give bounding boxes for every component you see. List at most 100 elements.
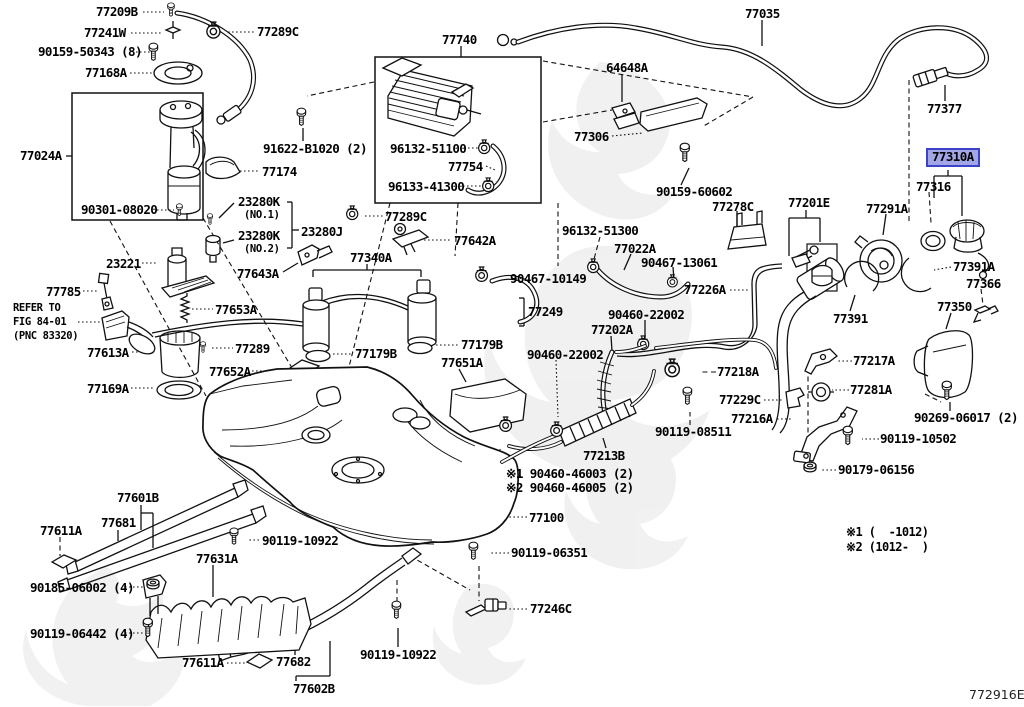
part-label-9011906351[interactable]: 90119-06351 <box>511 545 588 560</box>
part-label-77350[interactable]: 77350 <box>937 299 972 314</box>
leader-line <box>610 335 613 352</box>
part-label-77611a[interactable]: 77611A <box>40 523 82 538</box>
part-label-77217a[interactable]: 77217A <box>853 353 895 368</box>
part-label-77281a[interactable]: 77281A <box>850 382 892 397</box>
part-label-9613251100[interactable]: 96132-51100 <box>390 141 467 156</box>
part-label-90185060024[interactable]: 90185-06002 (4) <box>30 580 134 595</box>
part-label-77022a[interactable]: 77022A <box>614 241 656 256</box>
part-label-77740[interactable]: 77740 <box>442 32 477 47</box>
part-label-9613251300[interactable]: 96132-51300 <box>562 223 639 238</box>
part-label-no2[interactable]: (NO.2) <box>244 243 280 255</box>
part-label-23280k[interactable]: 23280K <box>238 194 280 209</box>
leader-line <box>542 109 613 123</box>
part-label-9011910922[interactable]: 90119-10922 <box>360 647 437 662</box>
part-label-9046713061[interactable]: 90467-13061 <box>641 255 718 270</box>
part-label-77168a[interactable]: 77168A <box>85 65 127 80</box>
part-label-77213b[interactable]: 77213B <box>583 448 625 463</box>
part-label-90159503438[interactable]: 90159-50343 (8) <box>38 44 142 59</box>
filler-pipe-drawing <box>771 245 845 434</box>
part-label-77174[interactable]: 77174 <box>262 164 297 179</box>
part-label-77306[interactable]: 77306 <box>574 129 609 144</box>
part-label-77391a[interactable]: 77391A <box>953 259 995 274</box>
part-label-77366[interactable]: 77366 <box>966 276 1001 291</box>
part-label-77226a[interactable]: 77226A <box>684 282 726 297</box>
part-label-77209b[interactable]: 77209B <box>96 4 138 19</box>
part-label-77179b[interactable]: 77179B <box>355 346 397 361</box>
part-label-77653a[interactable]: 77653A <box>215 302 257 317</box>
watermark <box>23 62 710 706</box>
part-label-77246c[interactable]: 77246C <box>530 601 572 616</box>
leader-line <box>623 253 632 271</box>
part-label-77391[interactable]: 77391 <box>833 311 868 326</box>
part-label-9015960602[interactable]: 90159-60602 <box>656 184 733 199</box>
part-label-77643a[interactable]: 77643A <box>237 266 279 281</box>
part-label-9046710149[interactable]: 90467-10149 <box>510 271 587 286</box>
part-label-77611a[interactable]: 77611A <box>182 655 224 670</box>
fuel-pump-assembly-drawing <box>148 42 206 221</box>
part-label-77202a[interactable]: 77202A <box>591 322 633 337</box>
part-label-190460460032[interactable]: ※1 90460-46003 (2) <box>506 466 634 481</box>
part-label-77216a[interactable]: 77216A <box>731 411 773 426</box>
part-label-90269060172[interactable]: 90269-06017 (2) <box>914 410 1018 425</box>
part-label-9613341300[interactable]: 96133-41300 <box>388 179 465 194</box>
tank-bands-drawing <box>50 479 423 669</box>
part-label-90119064424[interactable]: 90119-06442 (4) <box>30 626 134 641</box>
part-label-290460460052[interactable]: ※2 90460-46005 (2) <box>506 480 634 495</box>
part-label-77241w[interactable]: 77241W <box>84 25 126 40</box>
part-label-9011910502[interactable]: 90119-10502 <box>880 431 957 446</box>
part-label-77179b[interactable]: 77179B <box>461 337 503 352</box>
part-label-77785[interactable]: 77785 <box>46 284 81 299</box>
part-label-77100[interactable]: 77100 <box>529 510 564 525</box>
part-label-23221[interactable]: 23221 <box>106 256 141 271</box>
part-label-no1[interactable]: (NO.1) <box>244 209 280 221</box>
part-label-fig8401[interactable]: FIG 84-01 <box>13 316 67 328</box>
part-label-referto[interactable]: REFER TO <box>13 302 61 314</box>
part-label-23280j[interactable]: 23280J <box>301 224 343 239</box>
part-label-77249[interactable]: 77249 <box>528 304 563 319</box>
part-label-9030108020[interactable]: 90301-08020 <box>81 202 158 217</box>
part-label-77291a[interactable]: 77291A <box>866 201 908 216</box>
part-label-77289[interactable]: 77289 <box>235 341 270 356</box>
part-label-11012[interactable]: ※1 ( -1012) <box>846 525 929 539</box>
part-label-77289c[interactable]: 77289C <box>257 24 299 39</box>
part-label-77682[interactable]: 77682 <box>276 654 311 669</box>
part-label-9017906156[interactable]: 90179-06156 <box>838 462 915 477</box>
part-label-77340a[interactable]: 77340A <box>350 250 392 265</box>
part-label-77754[interactable]: 77754 <box>448 159 483 174</box>
part-label-77035[interactable]: 77035 <box>745 6 780 21</box>
part-label-91622b10202[interactable]: 91622-B1020 (2) <box>263 141 367 156</box>
leader-line <box>945 312 952 330</box>
part-label-23280k[interactable]: 23280K <box>238 228 280 243</box>
part-label-9011908511[interactable]: 90119-08511 <box>655 424 732 439</box>
part-label-64648a[interactable]: 64648A <box>606 60 648 75</box>
part-label-21012[interactable]: ※2 (1012- ) <box>846 540 929 554</box>
part-label-77642a[interactable]: 77642A <box>454 233 496 248</box>
part-label-77601b[interactable]: 77601B <box>117 490 159 505</box>
part-label-77169a[interactable]: 77169A <box>87 381 129 396</box>
part-label-9046022002[interactable]: 90460-22002 <box>527 347 604 362</box>
part-label-9046022002[interactable]: 90460-22002 <box>608 307 685 322</box>
part-label-77681[interactable]: 77681 <box>101 515 136 530</box>
part-label-77651a[interactable]: 77651A <box>441 355 483 370</box>
leader-line <box>306 81 375 97</box>
leader-line <box>454 202 459 257</box>
part-label-77289c[interactable]: 77289C <box>385 209 427 224</box>
part-label-77377[interactable]: 77377 <box>927 101 962 116</box>
part-label-77631a[interactable]: 77631A <box>196 551 238 566</box>
part-label-77310a[interactable]: 77310A <box>926 148 980 167</box>
part-label-77024a[interactable]: 77024A <box>20 148 62 163</box>
hoses-drawing <box>499 258 783 464</box>
part-label-77201e[interactable]: 77201E <box>788 195 830 210</box>
part-label-77278c[interactable]: 77278C <box>712 199 754 214</box>
part-label-77316[interactable]: 77316 <box>916 179 951 194</box>
part-label-77613a[interactable]: 77613A <box>87 345 129 360</box>
leader-line <box>485 165 496 171</box>
part-label-77229c[interactable]: 77229C <box>719 392 761 407</box>
part-label-77602b[interactable]: 77602B <box>293 681 335 696</box>
part-label-pnc83320[interactable]: (PNC 83320) <box>13 330 79 342</box>
part-label-77652a[interactable]: 77652A <box>209 364 251 379</box>
part-label-9011910922[interactable]: 90119-10922 <box>262 533 339 548</box>
part-label-77218a[interactable]: 77218A <box>717 364 759 379</box>
